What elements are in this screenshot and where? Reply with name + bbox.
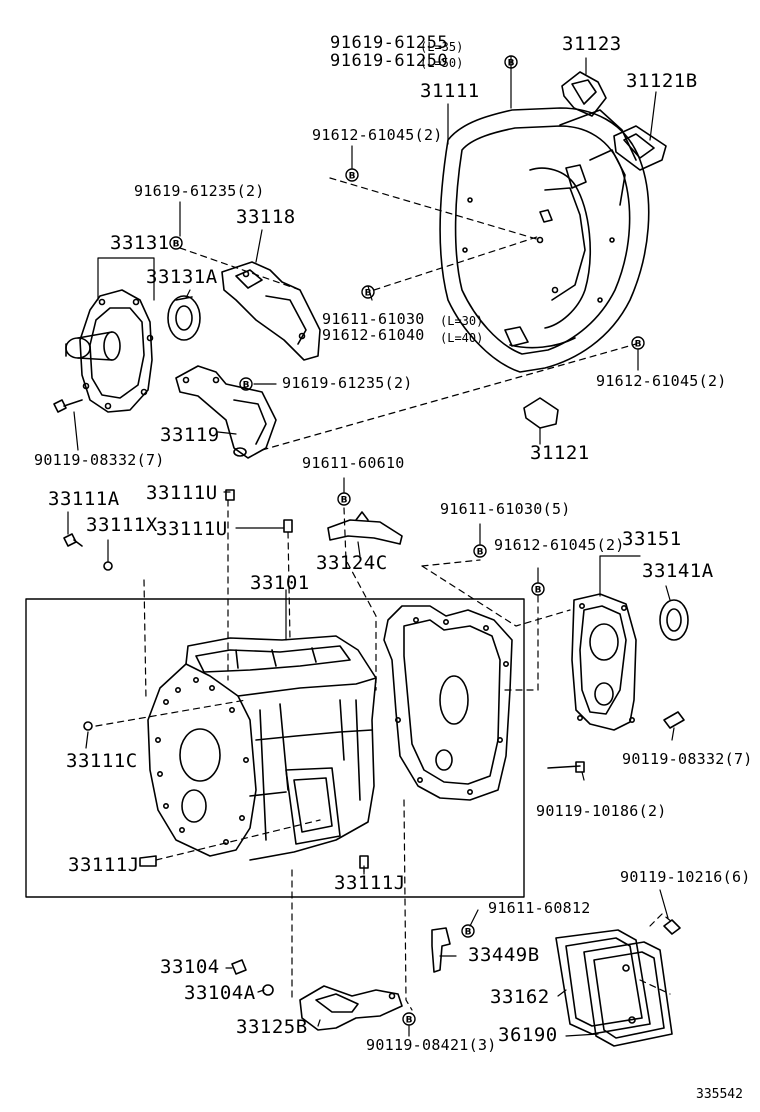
label-33449B: 33449B	[468, 944, 540, 966]
bearing-retainer-33131	[65, 289, 154, 413]
label-90119-08421: 90119-08421(3)	[366, 1036, 497, 1054]
label-91612-61040: 91612-61040	[322, 326, 425, 344]
label-33124C: 33124C	[316, 552, 388, 574]
label-33119: 33119	[160, 424, 220, 446]
leader-lines	[67, 55, 675, 1037]
cap-31123	[561, 71, 607, 117]
label-33162: 33162	[490, 986, 550, 1008]
cover-31121	[523, 397, 559, 429]
label-91611-61030-top-qualifier: (L=30)	[440, 314, 484, 328]
label-91611-61030-mid: 91611-61030(5)	[440, 500, 571, 518]
bracket-33119	[175, 365, 277, 459]
cover-31121B	[613, 125, 667, 171]
label-90119-10186: 90119-10186(2)	[536, 802, 667, 820]
label-91612-61045-top: 91612-61045(2)	[312, 126, 443, 144]
oil-seal-33131A	[167, 295, 201, 341]
gasket-33162	[555, 929, 651, 1035]
cover-36190	[583, 941, 673, 1047]
label-33131A: 33131A	[146, 266, 218, 288]
label-91612-61045-right: 91612-61045(2)	[596, 372, 727, 390]
assembly-lines	[95, 177, 673, 1011]
label-91619-61250-qualifier: (L=50)	[420, 56, 464, 70]
label-91611-60610: 91611-60610	[302, 454, 405, 472]
label-91619-61235-b: 91619-61235(2)	[282, 374, 413, 392]
label-91619-61255-qualifier: (L=35)	[420, 40, 464, 54]
case-assembly-frame	[25, 598, 525, 898]
label-33104A: 33104A	[184, 982, 256, 1004]
label-33141A: 33141A	[642, 560, 714, 582]
label-33118: 33118	[236, 206, 296, 228]
label-31121: 31121	[530, 442, 590, 464]
label-31121B: 31121B	[626, 70, 698, 92]
label-33104: 33104	[160, 956, 220, 978]
label-33111J-a: 33111J	[68, 854, 140, 876]
label-90119-10216: 90119-10216(6)	[620, 868, 751, 886]
case-dowels	[83, 721, 369, 869]
extension-housing-33151	[571, 593, 637, 731]
illustration-reference-number: 335542	[696, 1087, 743, 1102]
label-31123: 31123	[562, 33, 622, 55]
label-91611-60812: 91611-60812	[488, 899, 591, 917]
label-91619-61250: 91619-61250	[330, 51, 449, 71]
label-33101: 33101	[250, 572, 310, 594]
lower-small-parts	[231, 927, 451, 996]
cover-33125B	[299, 985, 403, 1031]
bolt-90119-08332-left	[53, 399, 83, 413]
label-90119-08332-right: 90119-08332(7)	[622, 750, 753, 768]
label-33111U-b: 33111U	[156, 518, 228, 540]
label-33111A: 33111A	[48, 488, 120, 510]
clutch-housing-31111	[439, 107, 650, 373]
label-33131: 33131	[110, 232, 170, 254]
label-91612-61045-mid: 91612-61045(2)	[494, 536, 625, 554]
label-33125B: 33125B	[236, 1016, 308, 1038]
label-31111: 31111	[420, 80, 480, 102]
label-33111U-a: 33111U	[146, 482, 218, 504]
label-91619-61235-a: 91619-61235(2)	[134, 182, 265, 200]
case-rear-half	[383, 605, 513, 801]
oil-seal-33141A	[659, 599, 689, 641]
bolts-right	[547, 711, 685, 935]
label-91612-61040-qualifier: (L=40)	[440, 331, 484, 345]
label-90119-08332-left: 90119-08332(7)	[34, 451, 165, 469]
label-33151: 33151	[622, 528, 682, 550]
label-36190: 36190	[498, 1024, 558, 1046]
label-91611-61030-top: 91611-61030	[322, 310, 425, 328]
label-33111X: 33111X	[86, 514, 158, 536]
bracket-33118	[221, 261, 321, 361]
label-33111C: 33111C	[66, 750, 138, 772]
label-91619-61255: 91619-61255	[330, 33, 449, 53]
label-33111J-b: 33111J	[334, 872, 406, 894]
transmission-case-33101	[147, 635, 377, 861]
